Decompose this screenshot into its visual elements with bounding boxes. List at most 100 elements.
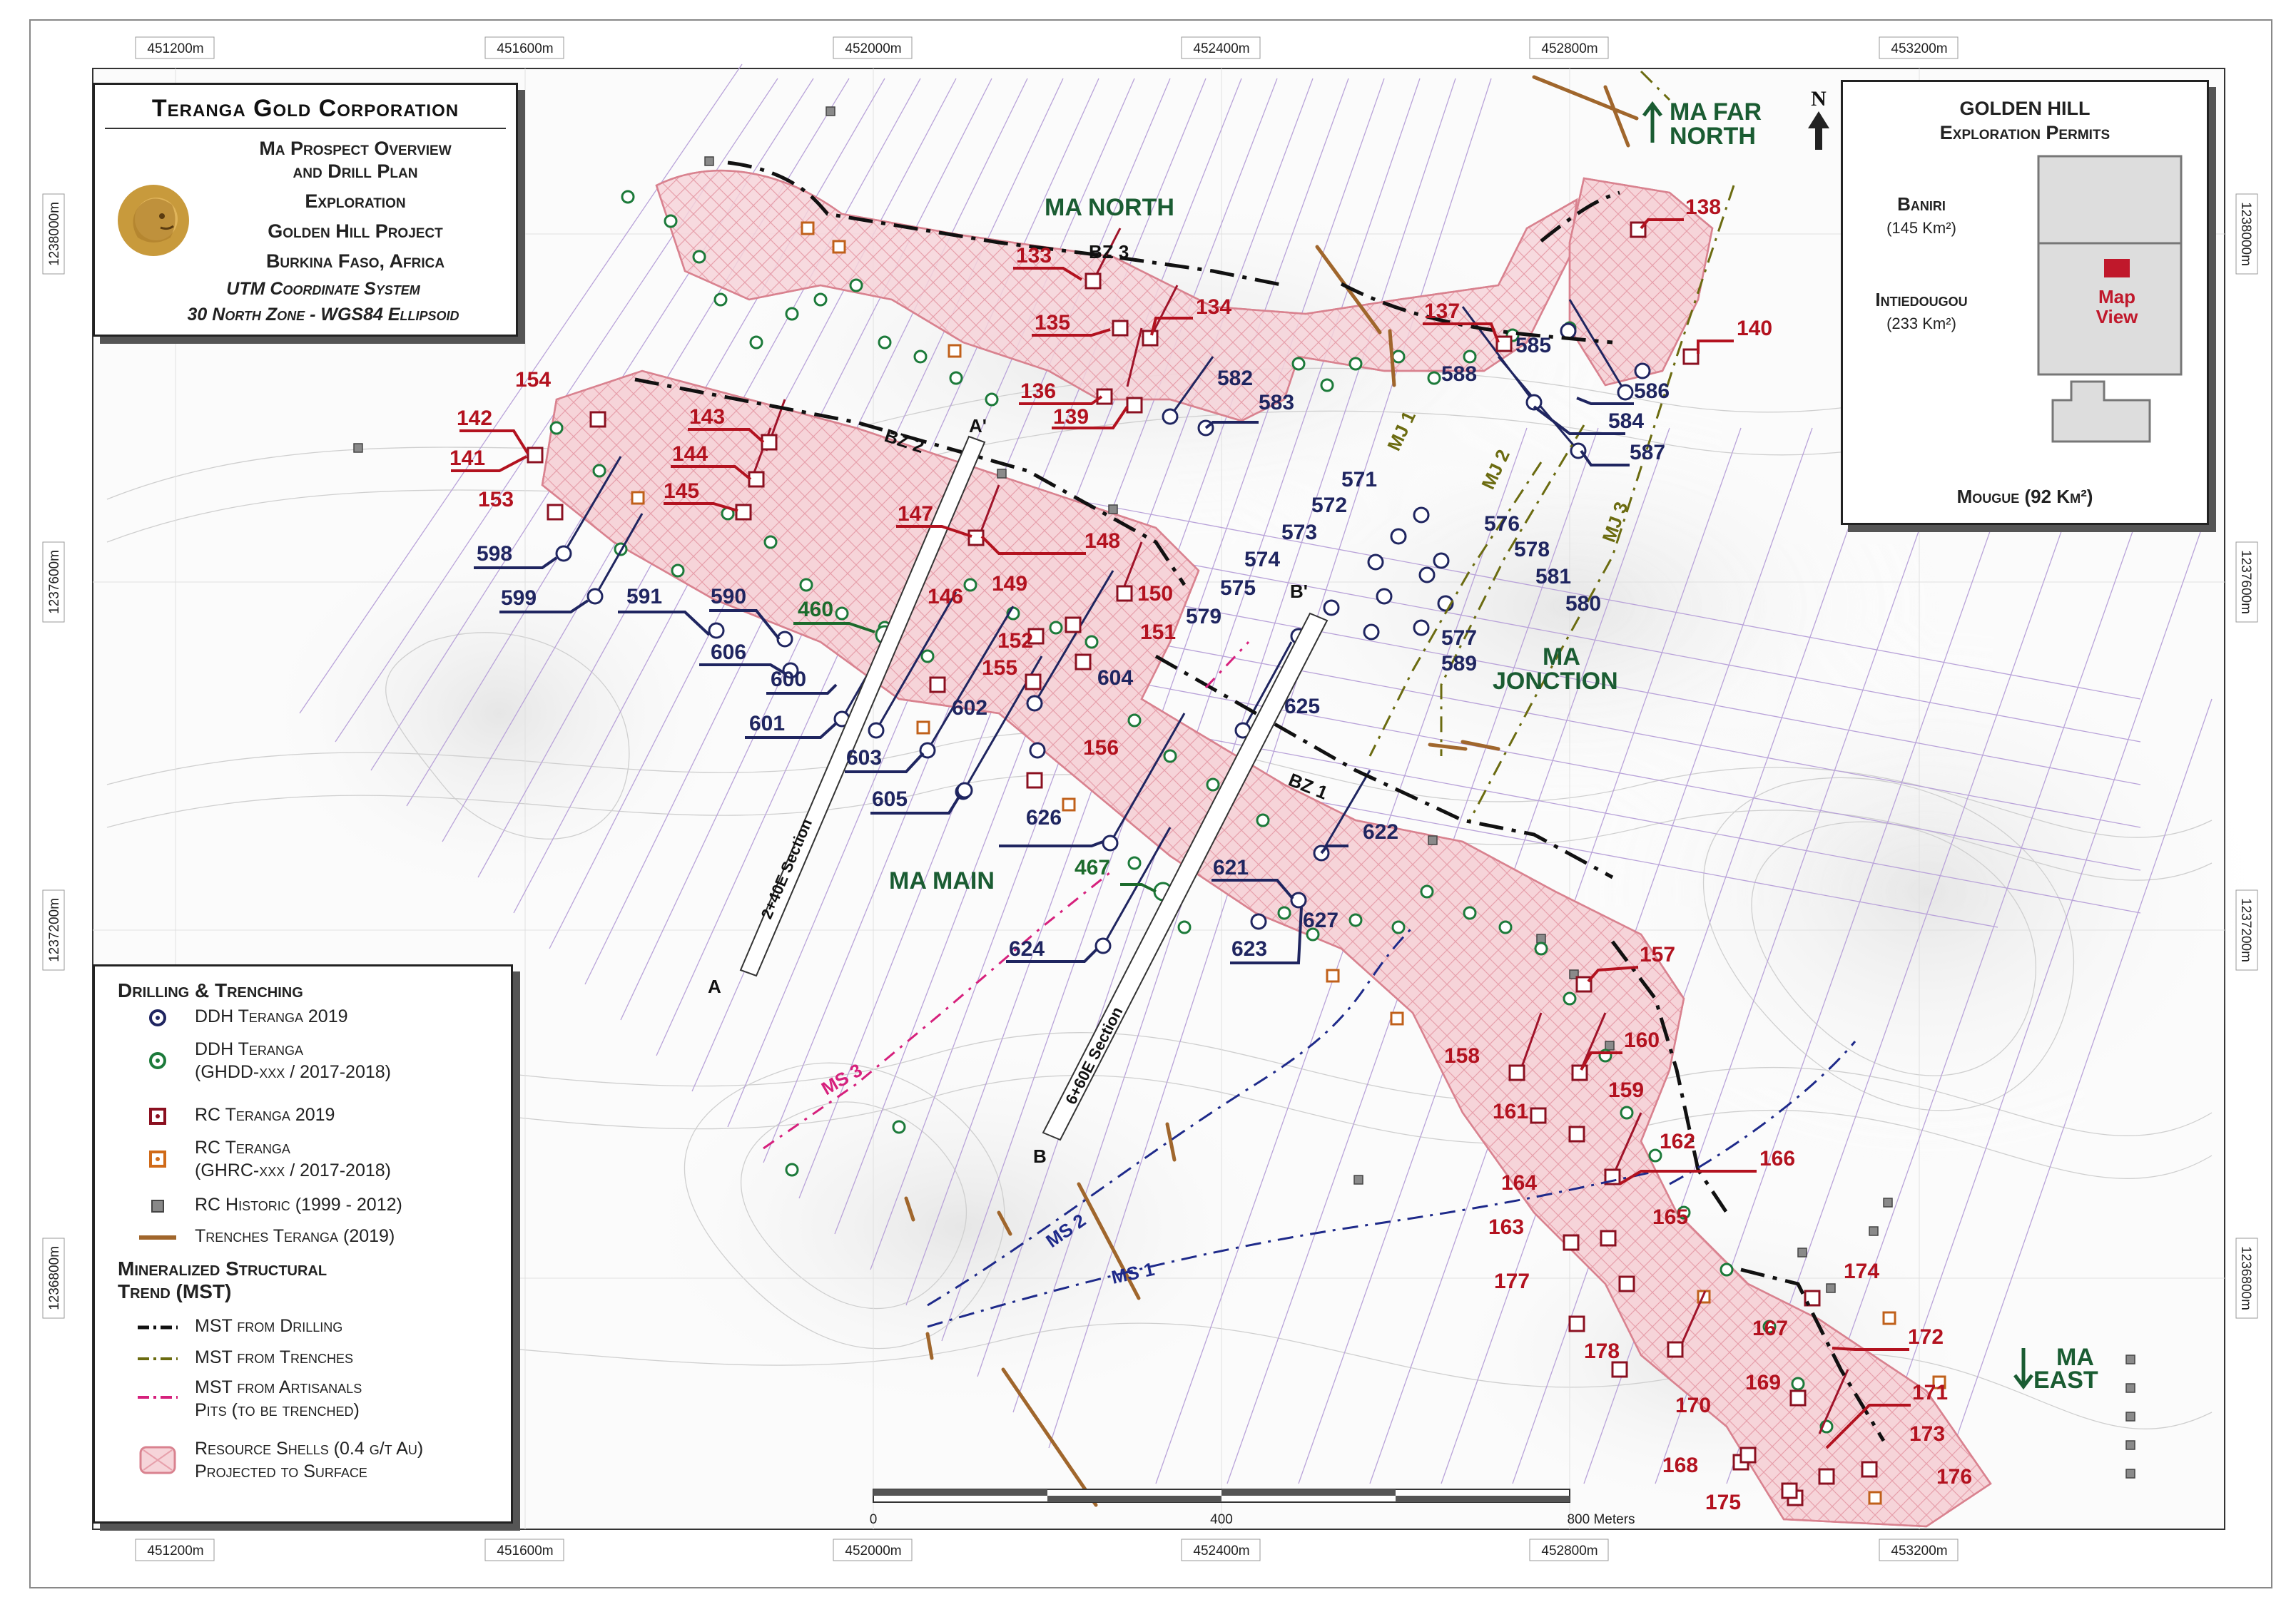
hole-label: 142 (457, 407, 492, 430)
hole-label: 587 (1630, 441, 1665, 464)
legend-shells-2: Projected to Surface (195, 1461, 367, 1481)
north-arrow-icon: N (1808, 87, 1829, 150)
ms-trends (927, 926, 1856, 1328)
permit-intiedougou-area: (233 Km²) (1886, 315, 1956, 332)
hole-label: 148 (1084, 529, 1120, 553)
ddh-teranga-2017-2018 (549, 190, 1834, 1434)
easting-label: 452800m (1541, 1544, 1597, 1559)
hole-label: 577 (1441, 626, 1477, 650)
hole-label: 150 (1137, 582, 1173, 606)
permits-title-1: GOLDEN HILL (1959, 98, 2091, 119)
hole-label: 600 (771, 668, 806, 691)
northing-labels-left: 1238000m 1237600m 1237200m 1236800m (42, 193, 65, 1319)
cross-sections (739, 435, 1329, 1141)
hole-label: 604 (1097, 666, 1133, 690)
legend-ddh-2019: DDH Teranga 2019 (195, 1006, 348, 1026)
hole-label: 158 (1444, 1044, 1480, 1068)
hole-label: 573 (1281, 521, 1317, 544)
rc-historic-symbol-icon (151, 1200, 164, 1213)
legend-rc-old-1: RC Teranga (195, 1138, 290, 1158)
legend-mst-trenches: MST from Trenches (195, 1347, 354, 1367)
scale-bar: 0 400 800 Meters (870, 1489, 1635, 1527)
hole-label: 580 (1565, 592, 1601, 616)
hole-label: 146 (928, 585, 963, 608)
legend-rc-old-2: (GHRC-xxx / 2017-2018) (195, 1160, 391, 1180)
hole-label: 172 (1908, 1325, 1944, 1349)
section-b-prime-label: B' (1290, 581, 1308, 602)
trench-symbol-icon (139, 1235, 176, 1240)
map-legend: Drilling & Trenching DDH Teranga 2019 DD… (93, 964, 513, 1524)
hole-label: 582 (1217, 367, 1253, 390)
hole-label: 166 (1759, 1147, 1795, 1170)
hole-label: 143 (689, 405, 725, 429)
hole-label: 165 (1652, 1205, 1688, 1229)
mst-from-artisanal (763, 641, 1250, 1150)
arrow-up-icon (1642, 101, 1662, 143)
zone-ma-main: MA MAIN (889, 867, 995, 894)
hole-label: 164 (1501, 1171, 1537, 1195)
ddh-2019-callouts: 598 599 591 590 606 600 601 602 603 604 … (477, 334, 1670, 961)
hole-label: 576 (1484, 512, 1520, 536)
title-project: Golden Hill Project (268, 220, 443, 242)
hole-label: 134 (1196, 295, 1231, 319)
ddh-teranga-2019 (555, 322, 1651, 954)
hole-label: 467 (1075, 856, 1110, 879)
legend-rc-historic: RC Historic (1999 - 2012) (195, 1195, 402, 1215)
legend-ddh-old-1: DDH Teranga (195, 1039, 303, 1059)
coordinate-frame-labels: 451200m 451600m 452000m 452400m 452800m … (42, 36, 2258, 1561)
easting-label: 453200m (1891, 41, 1947, 56)
trenches-2019 (904, 75, 1639, 1507)
permit-mougue-shape (2051, 380, 2151, 443)
exploration-permits-inset: GOLDEN HILL Exploration Permits Baniri (… (1841, 80, 2209, 525)
legend-mst-drilling: MST from Drilling (195, 1316, 343, 1336)
hole-label: 590 (711, 585, 746, 608)
map-title-2: and Drill Plan (293, 160, 418, 182)
title-block: Teranga Gold Corporation Ma Prospect Ove… (93, 83, 518, 337)
legend-mst-artisanal-1: MST from Artisanals (195, 1377, 362, 1397)
title-coordinate-system: UTM Coordinate System (226, 279, 420, 299)
section-a-label: A (708, 976, 721, 997)
hole-label: 591 (626, 585, 662, 608)
section-grid-lines (299, 63, 2213, 1484)
easting-label: 451200m (147, 41, 203, 56)
hole-label: 581 (1535, 565, 1571, 588)
title-exploration: Exploration (305, 190, 406, 212)
title-divider (105, 128, 506, 129)
hole-label: 175 (1705, 1491, 1741, 1514)
easting-label: 452400m (1193, 41, 1249, 56)
rc-teranga-2017-2018 (631, 221, 1946, 1505)
zone-ma-east-1: MA (2056, 1344, 2094, 1371)
easting-labels-bottom: 451200m 451600m 452000m 452400m 452800m … (135, 1539, 1959, 1561)
permits-title-2: Exploration Permits (1939, 122, 2110, 143)
permit-baniri-area: (145 Km²) (1886, 219, 1956, 237)
arrow-down-icon (2013, 1348, 2033, 1390)
easting-label: 451600m (497, 41, 553, 56)
northing-label: 1237200m (2238, 898, 2253, 962)
ddh-green-callouts: 460 467 (793, 598, 1157, 893)
rc-2019-symbol-icon (149, 1108, 166, 1125)
hole-label: 160 (1624, 1029, 1660, 1052)
trend-bz3: BZ 3 (1089, 241, 1129, 262)
resource-shells (541, 170, 1992, 1528)
historic-rc-pads (353, 106, 2135, 1479)
title-zone: 30 North Zone - WGS84 Ellipsoid (187, 305, 459, 325)
hole-label: 140 (1737, 317, 1772, 340)
hole-label: 156 (1083, 736, 1119, 760)
northing-label: 1237600m (47, 550, 62, 614)
hole-label: 598 (477, 542, 512, 566)
hole-label: 572 (1311, 494, 1347, 517)
hole-label: 135 (1035, 311, 1070, 335)
hole-label: 460 (798, 598, 833, 621)
permit-mougue: Mougue (92 Km²) (1956, 486, 2093, 507)
mst-drilling-symbol-icon (138, 1325, 178, 1330)
hole-label: 167 (1752, 1317, 1788, 1340)
map-view-label-2: View (2096, 306, 2139, 327)
hole-label: 159 (1608, 1078, 1644, 1102)
company-name: Teranga Gold Corporation (151, 95, 459, 122)
hole-label: 170 (1675, 1394, 1711, 1417)
rc-2019-callouts: 133 134 135 136 137 138 139 140 141 142 … (449, 195, 1972, 1514)
zone-ma-north: MA NORTH (1045, 194, 1174, 221)
hole-label: 625 (1284, 695, 1320, 718)
easting-labels-top: 451200m 451600m 452000m 452400m 452800m … (135, 36, 1959, 59)
northing-labels-right: 1238000m 1237600m 1237200m 1236800m (2235, 193, 2258, 1319)
